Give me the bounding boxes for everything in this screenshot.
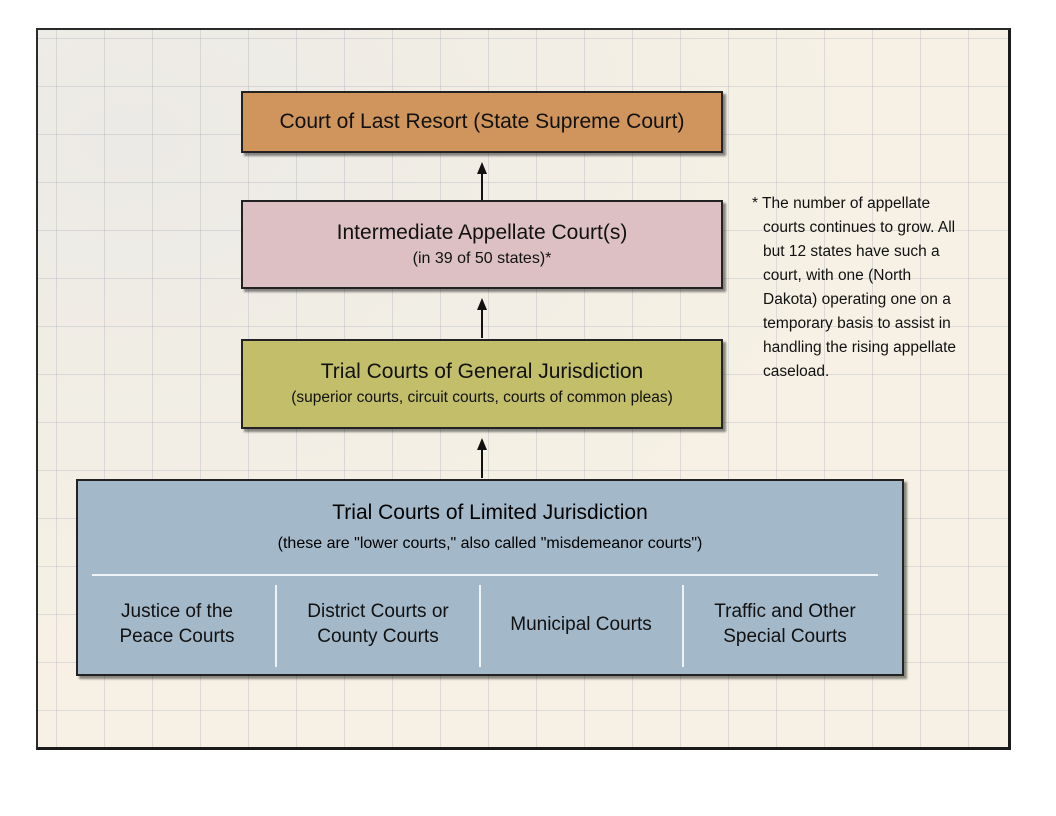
court-label-line1: Justice of the [121, 601, 233, 622]
court-column-divider [479, 585, 481, 667]
footnote-line: caseload. [763, 363, 830, 380]
court-label-line2: County Courts [317, 626, 439, 647]
court-label-line2: Peace Courts [119, 626, 235, 647]
footnote-line: temporary basis to assist in [763, 315, 951, 332]
footnote-line: but 12 states have such a [763, 243, 940, 260]
court-label-line2: Special Courts [723, 626, 847, 647]
general-jurisdiction-subtitle: (superior courts, circuit courts, courts… [291, 389, 673, 406]
footnote-line: * The number of appellate [752, 195, 931, 212]
district-county-courts: District Courts or County Courts [278, 587, 478, 661]
footnote-line: court, with one (North [763, 267, 912, 284]
arrow-up-icon [477, 298, 487, 338]
footnote: * The number of appellate courts continu… [752, 192, 992, 384]
court-of-last-resort-box: Court of Last Resort (State Supreme Cour… [241, 91, 723, 153]
general-jurisdiction-title: Trial Courts of General Jurisdiction [320, 360, 644, 383]
limited-jurisdiction-box: Trial Courts of Limited Jurisdiction (th… [76, 479, 904, 676]
limited-jurisdiction-subtitle: (these are "lower courts," also called "… [277, 535, 703, 552]
limited-jurisdiction-title: Trial Courts of Limited Jurisdiction [332, 501, 648, 524]
arrow-up-icon [477, 438, 487, 478]
court-of-last-resort-title: Court of Last Resort (State Supreme Cour… [279, 110, 685, 133]
court-column-divider [682, 585, 684, 667]
municipal-courts: Municipal Courts [482, 587, 680, 661]
court-column-divider [275, 585, 277, 667]
arrow-up-icon [477, 162, 487, 200]
court-label-line1: District Courts or [307, 601, 449, 622]
footnote-line: Dakota) operating one on a [763, 291, 951, 308]
court-label-line1: Traffic and Other [714, 601, 856, 622]
court-label-line1: Municipal Courts [510, 613, 652, 635]
footnote-line: handling the rising appellate [763, 339, 957, 356]
intermediate-appellate-title: Intermediate Appellate Court(s) [336, 220, 628, 244]
traffic-special-courts: Traffic and Other Special Courts [685, 587, 885, 661]
justice-of-peace-courts: Justice of the Peace Courts [82, 587, 272, 661]
limited-jurisdiction-divider [92, 574, 878, 576]
footnote-line: courts continues to grow. All [763, 219, 956, 236]
intermediate-appellate-subtitle: (in 39 of 50 states)* [412, 249, 552, 267]
intermediate-appellate-box: Intermediate Appellate Court(s) (in 39 o… [241, 200, 723, 289]
general-jurisdiction-box: Trial Courts of General Jurisdiction (su… [241, 339, 723, 429]
